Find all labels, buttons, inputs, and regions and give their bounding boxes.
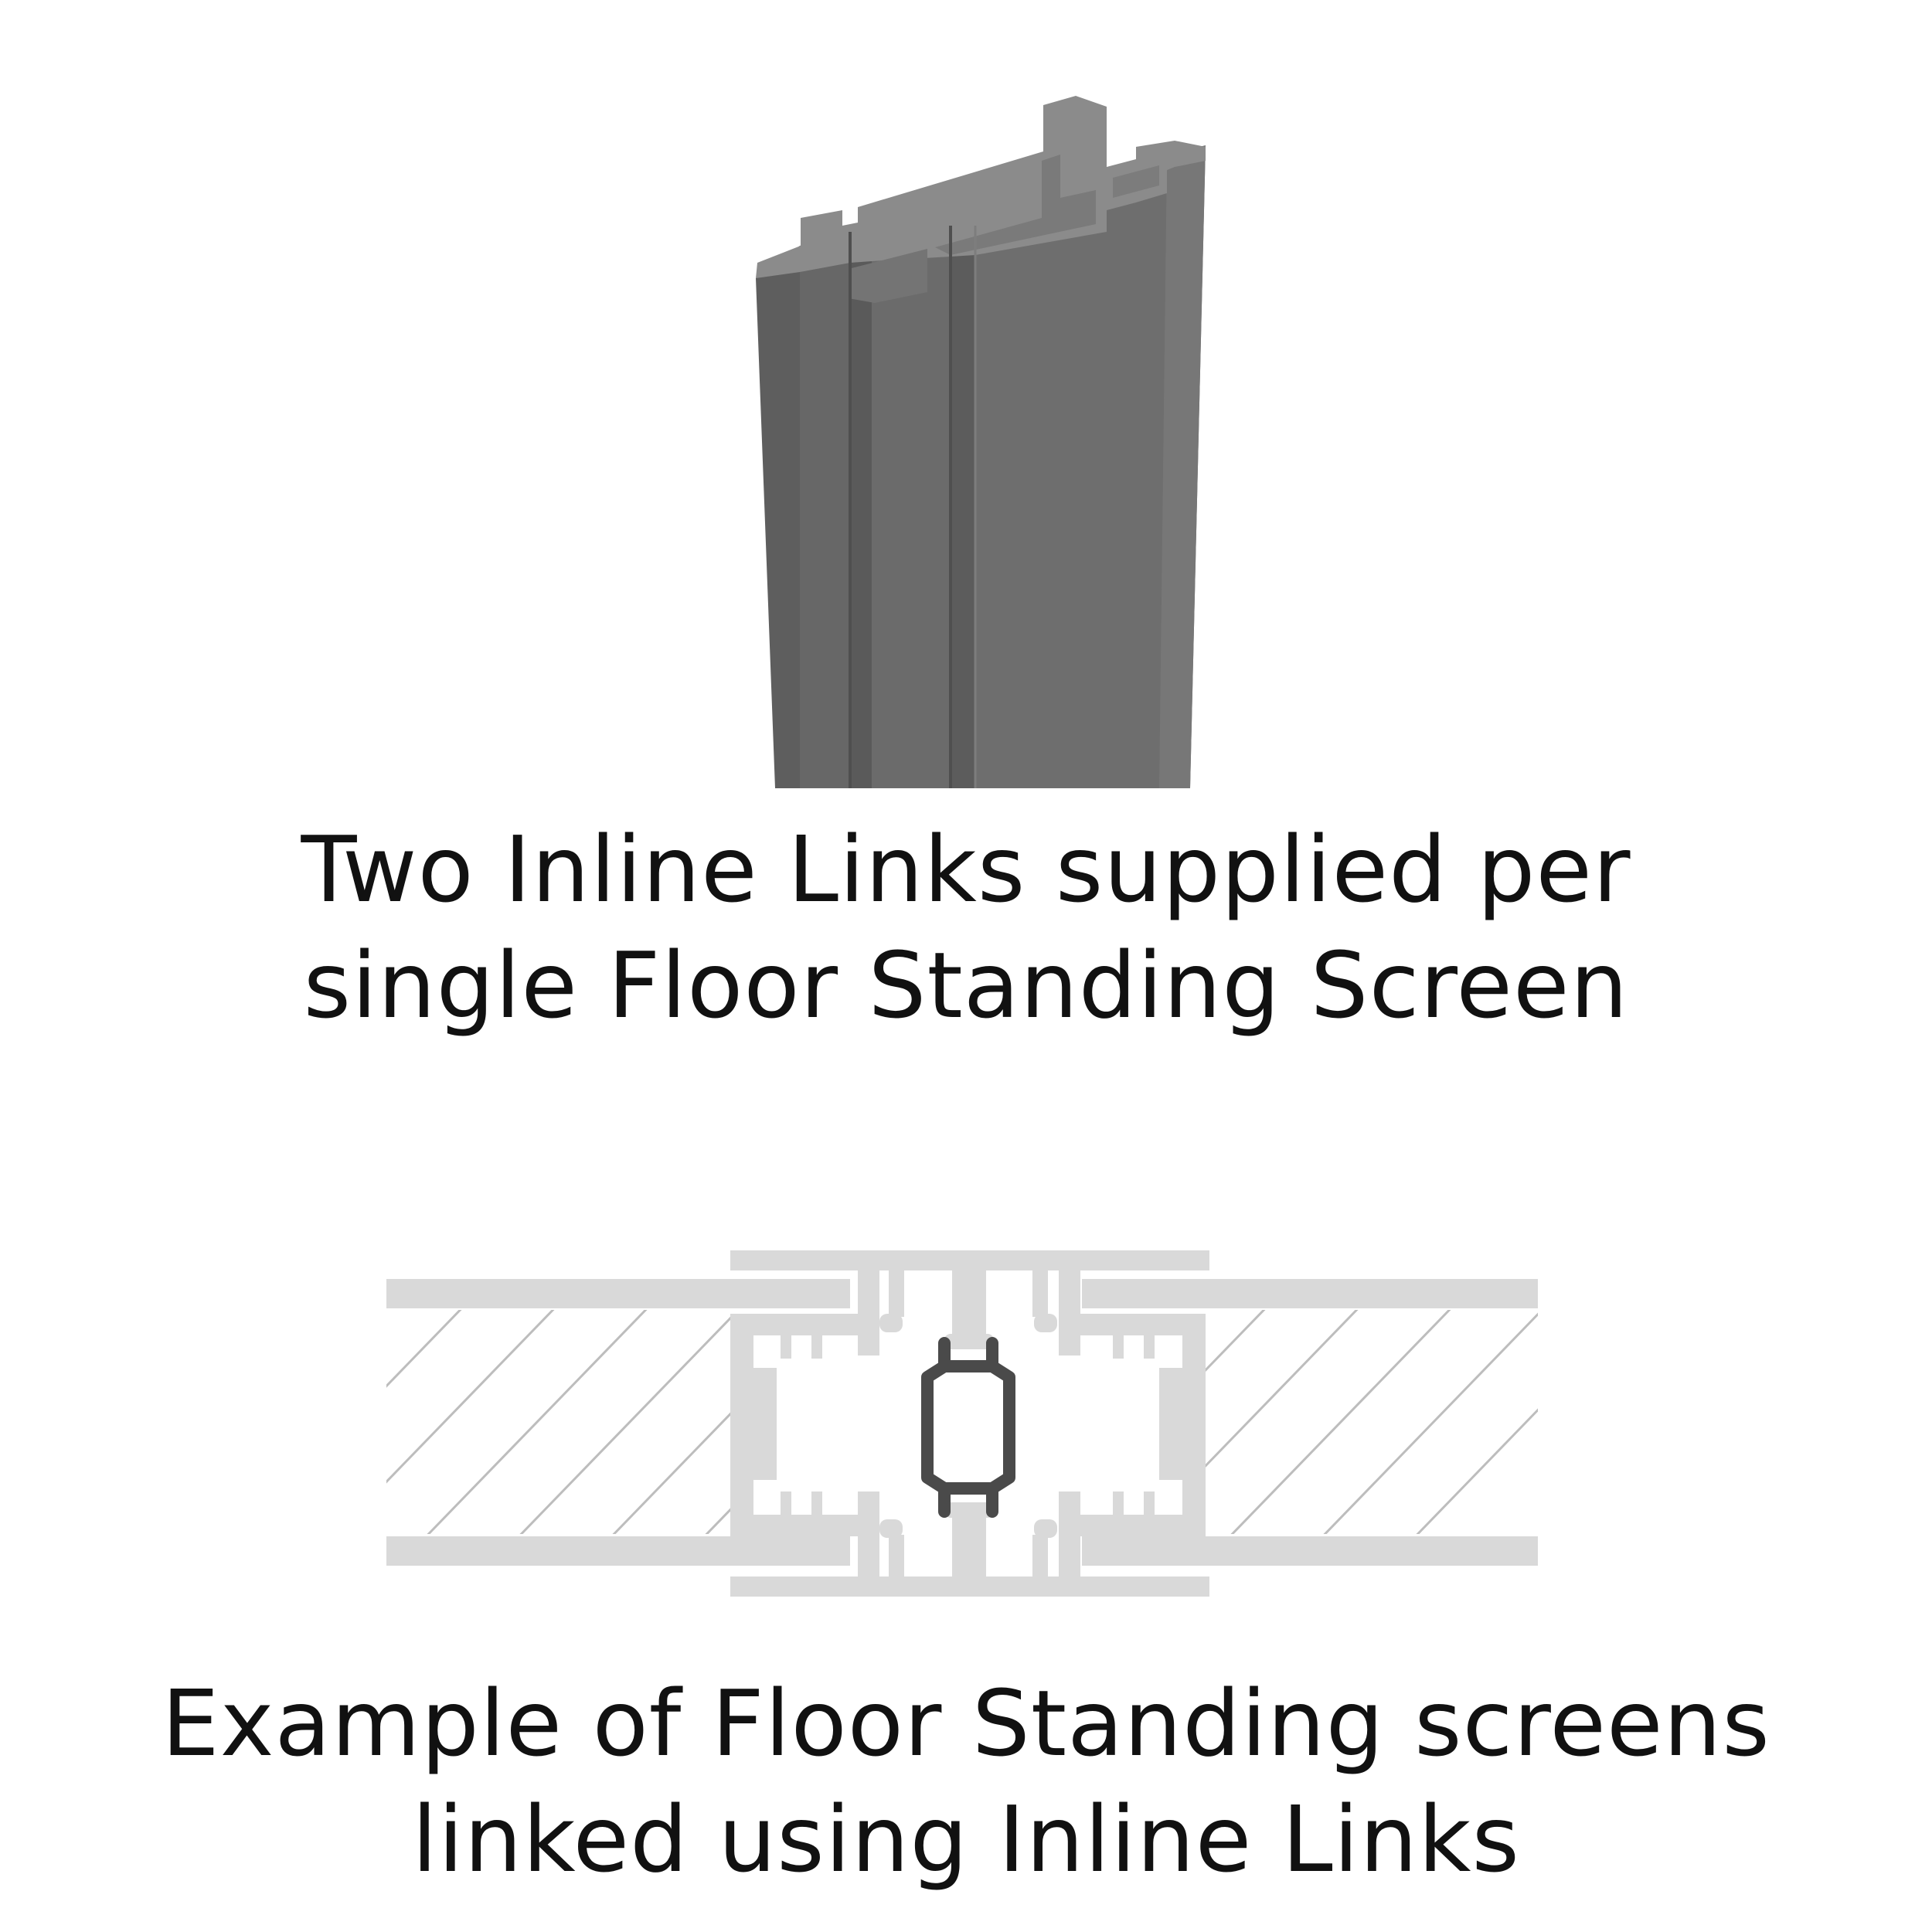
inline-link-profile	[921, 1337, 1015, 1518]
extrusion-chamber-right	[1113, 165, 1159, 198]
extrusion-chamber-main	[935, 155, 1096, 255]
clamp-plate-top	[730, 1250, 1209, 1270]
linked-screens-section	[386, 1250, 1538, 1597]
right-panel-bottom-face	[1082, 1536, 1538, 1566]
extrusion-chamber-left	[849, 249, 927, 303]
right-frame-extrusion	[1032, 1270, 1206, 1578]
left-panel-top-face	[386, 1279, 850, 1308]
left-panel-bottom-face	[386, 1536, 850, 1566]
right-panel-hatch	[1198, 1310, 1538, 1534]
extrusion-right-lip	[1159, 145, 1206, 788]
central-spine	[944, 1270, 994, 1577]
clamp-plate-bottom	[730, 1577, 1209, 1597]
extrusion-top-cap	[756, 96, 1206, 278]
caption-bottom-line-1: Example of Floor Standing screens	[162, 1670, 1770, 1777]
left-panel-hatch	[386, 1310, 730, 1534]
inline-link-extrusion	[756, 96, 1206, 788]
caption-top-line-1: Two Inline Links supplied per	[301, 816, 1631, 923]
extrusion-right-face	[975, 147, 1206, 788]
left-frame-extrusion	[730, 1270, 904, 1578]
caption-top-line-2: single Floor Standing Screen	[303, 932, 1629, 1039]
extrusion-groove-right	[951, 224, 975, 788]
caption-top: Two Inline Links supplied per single Flo…	[0, 811, 1932, 1043]
extrusion-front-face-left	[800, 232, 850, 788]
caption-bottom-line-2: linked using Inline Links	[412, 1786, 1520, 1893]
extrusion-groove-left	[850, 229, 872, 788]
extrusion-left-face	[756, 246, 800, 788]
caption-bottom: Example of Floor Standing screens linked…	[0, 1665, 1932, 1897]
extrusion-front-face-center	[872, 224, 951, 788]
right-panel-top-face	[1082, 1279, 1538, 1308]
